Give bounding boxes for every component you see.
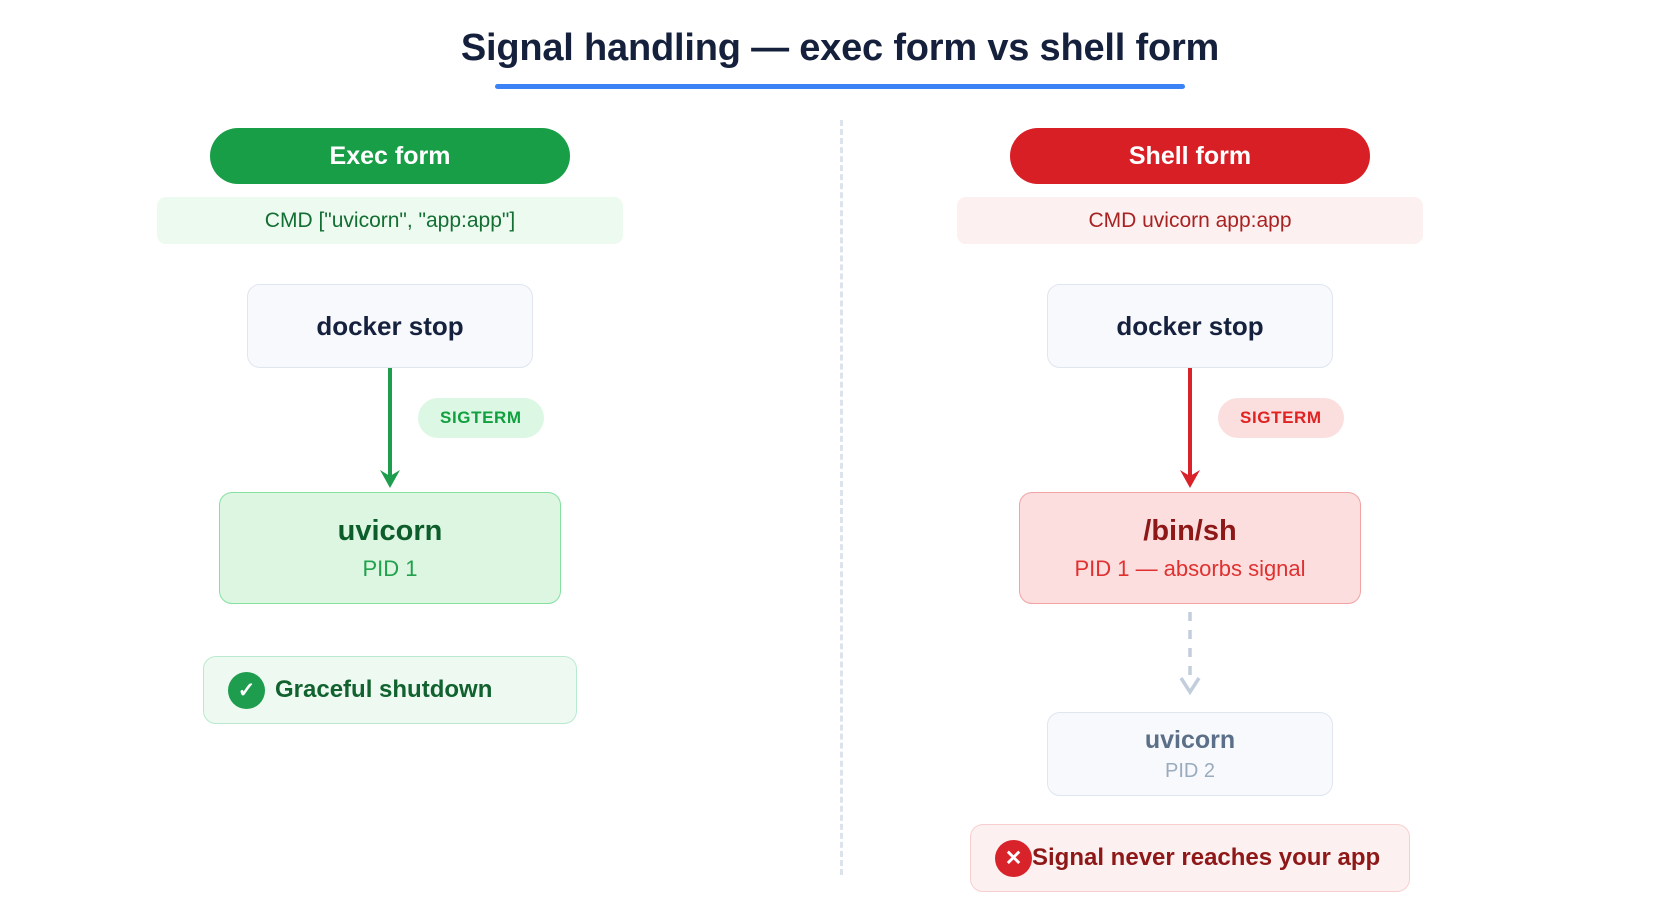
- shell-docker-stop-node: docker stop: [1047, 284, 1333, 368]
- shell-uvicorn-label: uvicorn: [1144, 725, 1236, 754]
- shell-binsh-label: /bin/sh: [1143, 514, 1237, 547]
- page-header: Signal handling — exec form vs shell for…: [0, 26, 1680, 89]
- exec-form-code-strip: CMD ["uvicorn", "app:app"]: [157, 197, 623, 244]
- shell-outcome-banner: ✕ Signal never reaches your app: [970, 824, 1410, 892]
- exec-sigterm-label: SIGTERM: [440, 408, 522, 427]
- exec-form-header-label: Exec form: [329, 141, 451, 170]
- exec-sigterm-badge: SIGTERM: [418, 398, 544, 438]
- exec-uvicorn-label: uvicorn: [337, 514, 443, 547]
- shell-signal-arrow-zone: SIGTERM: [930, 368, 1450, 492]
- exec-uvicorn-node: uvicorn PID 1: [219, 492, 561, 604]
- check-icon: ✓: [228, 671, 265, 709]
- shell-form-code-text: CMD uvicorn app:app: [1088, 208, 1292, 232]
- shell-form-code-strip: CMD uvicorn app:app: [957, 197, 1423, 244]
- shell-form-header-label: Shell form: [1128, 141, 1252, 170]
- exec-docker-stop-label: docker stop: [316, 310, 464, 341]
- shell-form-column: Shell form CMD uvicorn app:app docker st…: [930, 128, 1450, 892]
- exec-docker-stop-node: docker stop: [247, 284, 533, 368]
- exec-sigterm-arrow-icon: [380, 368, 400, 488]
- shell-blocked-arrow-zone: [930, 604, 1450, 712]
- shell-docker-stop-label: docker stop: [1116, 310, 1264, 341]
- column-divider: [840, 120, 843, 875]
- shell-uvicorn-node: uvicorn PID 2: [1047, 712, 1333, 796]
- exec-form-header-pill: Exec form: [210, 128, 570, 184]
- shell-binsh-pid: PID 1 — absorbs signal: [1074, 555, 1306, 581]
- cross-icon: ✕: [995, 839, 1032, 877]
- shell-form-header-pill: Shell form: [1010, 128, 1370, 184]
- shell-blocked-dashed-arrow-icon: [1179, 612, 1201, 696]
- exec-uvicorn-pid: PID 1: [362, 555, 418, 581]
- shell-sigterm-badge: SIGTERM: [1218, 398, 1344, 438]
- exec-form-code-text: CMD ["uvicorn", "app:app"]: [264, 208, 516, 232]
- exec-outcome-banner: ✓ Graceful shutdown: [203, 656, 577, 724]
- shell-sigterm-arrow-icon: [1180, 368, 1200, 488]
- shell-uvicorn-pid: PID 2: [1164, 759, 1216, 782]
- shell-binsh-node: /bin/sh PID 1 — absorbs signal: [1019, 492, 1361, 604]
- exec-signal-arrow-zone: SIGTERM: [130, 368, 650, 492]
- exec-form-column: Exec form CMD ["uvicorn", "app:app"] doc…: [130, 128, 650, 724]
- page-title: Signal handling — exec form vs shell for…: [460, 27, 1220, 69]
- shell-sigterm-label: SIGTERM: [1240, 408, 1322, 427]
- exec-outcome-label: Graceful shutdown: [275, 676, 493, 703]
- title-underline: [495, 83, 1185, 89]
- shell-outcome-label: Signal never reaches your app: [1032, 844, 1381, 871]
